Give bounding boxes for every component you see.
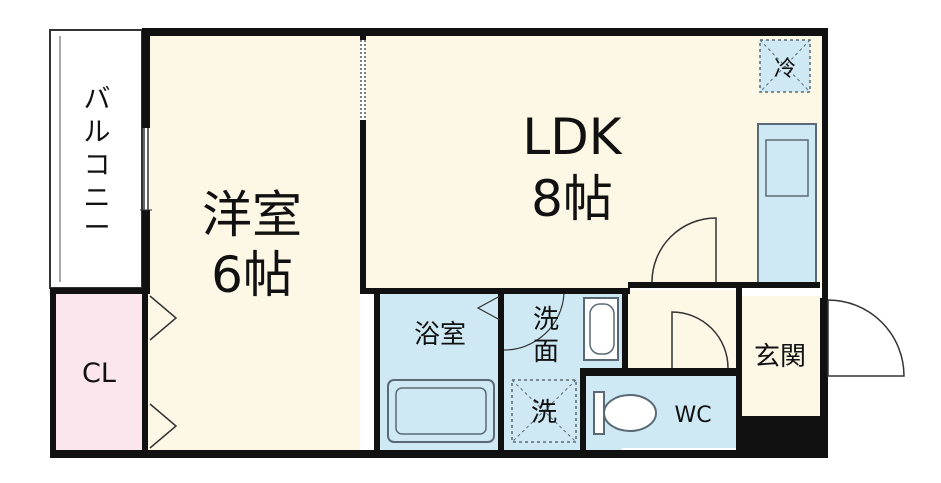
- washroom-label-2: 面: [533, 337, 559, 367]
- western-room-floor: [148, 36, 360, 450]
- sink-bowl: [589, 303, 615, 355]
- balcony-char-3: コ: [84, 150, 111, 181]
- entrance-floor: [742, 296, 820, 416]
- balcony-area: [49, 29, 143, 289]
- ldk-hall-door: [651, 217, 717, 283]
- western-room-size: 6帖: [211, 246, 293, 304]
- washer-diag-2: [511, 379, 577, 443]
- ldk-label: LDK: [522, 108, 622, 166]
- walls: [50, 28, 828, 458]
- toilet-label: WC: [674, 403, 711, 428]
- western-room-label: 洋室: [202, 186, 302, 244]
- bathtub: [387, 379, 495, 443]
- balcony-char-5: ー: [84, 213, 111, 244]
- entrance-door: [827, 299, 905, 377]
- bath-door: [476, 295, 501, 321]
- hall-floor: [628, 290, 736, 368]
- washroom-label-1: 洗: [533, 305, 559, 335]
- toilet-bowl: [603, 394, 657, 432]
- balcony-char-2: ル: [84, 117, 111, 148]
- sink: [583, 297, 619, 361]
- washroom-door: [503, 293, 565, 351]
- closet-door-lower: [149, 403, 178, 449]
- closet-label: CL: [82, 358, 116, 389]
- bathtub-inner: [395, 387, 487, 435]
- toilet-door: [671, 311, 729, 369]
- toilet-tank: [593, 391, 605, 435]
- kitchen-sink: [765, 139, 809, 197]
- fridge-label: 冷: [774, 57, 796, 82]
- balcony-char-1: バ: [84, 84, 111, 115]
- closet-door-upper: [149, 295, 178, 341]
- fridge-diag-2: [759, 39, 811, 93]
- ldk-floor: [366, 36, 822, 288]
- balcony-label: バ ル コ ニ ー: [84, 84, 111, 244]
- entrance-label: 玄関: [754, 342, 806, 372]
- washer-label: 洗: [531, 398, 557, 428]
- balcony-char-4: ニ: [84, 183, 111, 214]
- ldk-size: 8帖: [531, 170, 613, 228]
- closet-floor: [56, 294, 142, 450]
- bath-label: 浴室: [414, 320, 466, 350]
